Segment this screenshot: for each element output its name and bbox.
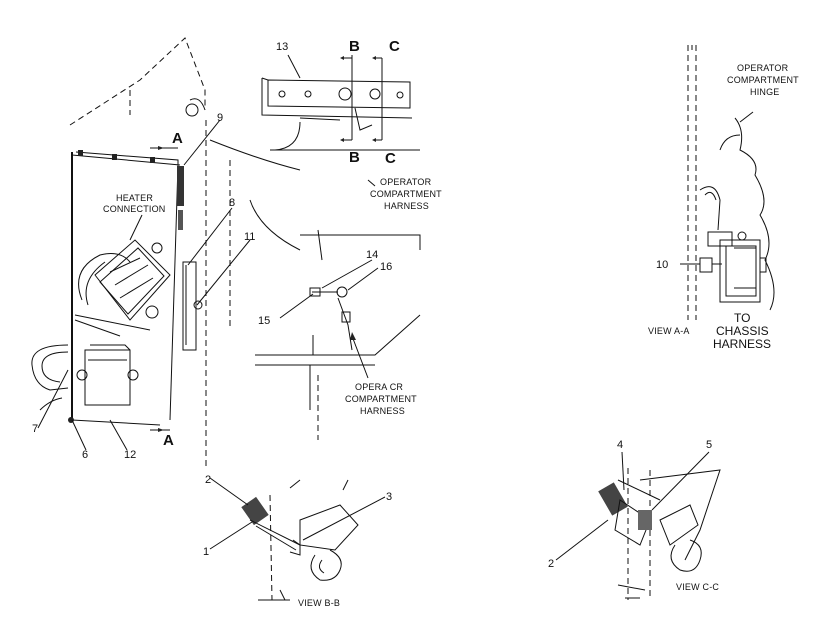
caption-to-chassis-2: CHASSIS xyxy=(716,324,769,338)
caption-op-harness-bottom-2: COMPARTMENT xyxy=(345,394,417,404)
callout-15: 15 xyxy=(258,315,270,327)
caption-to-chassis-3: HARNESS xyxy=(713,337,771,351)
caption-view-bb: VIEW B-B xyxy=(298,598,340,608)
callout-2-bb: 2 xyxy=(205,474,211,486)
caption-to-chassis-1: TO xyxy=(734,311,750,325)
caption-op-harness-top-2: COMPARTMENT xyxy=(370,189,442,199)
mounting-plate-13 xyxy=(261,54,420,151)
callout-6: 6 xyxy=(82,449,88,461)
main-assembly xyxy=(31,37,207,470)
caption-op-harness-bottom-3: HARNESS xyxy=(360,406,405,416)
section-b-top: B xyxy=(349,38,360,55)
section-c-top: C xyxy=(389,38,400,55)
caption-view-aa: VIEW A-A xyxy=(648,326,690,336)
section-b-bottom: B xyxy=(349,149,360,166)
callout-5: 5 xyxy=(706,439,712,451)
heater-connection-block xyxy=(74,239,171,337)
callout-7: 7 xyxy=(32,423,38,435)
callout-3: 3 xyxy=(386,491,392,503)
section-a-bottom: A xyxy=(163,432,174,449)
caption-op-harness-bottom-1: OPERA CR xyxy=(355,382,403,392)
view-cc xyxy=(555,451,721,600)
callout-1: 1 xyxy=(203,546,209,558)
caption-hinge-1: OPERATOR xyxy=(737,63,789,73)
caption-op-harness-top-1: OPERATOR xyxy=(380,177,432,187)
callout-10: 10 xyxy=(656,259,668,271)
caption-heater-2: CONNECTION xyxy=(103,204,166,214)
callout-8: 8 xyxy=(229,197,235,209)
section-a-top: A xyxy=(172,130,183,147)
section-c-bottom: C xyxy=(385,150,396,167)
callout-4: 4 xyxy=(617,439,623,451)
callout-9: 9 xyxy=(217,112,223,124)
caption-op-harness-top-3: HARNESS xyxy=(384,201,429,211)
caption-view-cc: VIEW C-C xyxy=(676,582,719,592)
caption-hinge-2: COMPARTMENT xyxy=(727,75,799,85)
callout-12: 12 xyxy=(124,449,136,461)
view-bb xyxy=(209,477,386,601)
caption-heater-1: HEATER xyxy=(116,193,153,203)
relay-box xyxy=(76,344,139,406)
callout-14: 14 xyxy=(366,249,378,261)
cab-structure-center xyxy=(209,139,421,440)
caption-hinge-3: HINGE xyxy=(750,87,780,97)
wire-connector xyxy=(279,179,379,379)
leader-lines-main xyxy=(37,119,251,451)
callout-16: 16 xyxy=(380,261,392,273)
view-aa xyxy=(680,45,775,320)
callout-2-cc: 2 xyxy=(548,558,554,570)
callout-13: 13 xyxy=(276,41,288,53)
callout-11: 11 xyxy=(244,231,255,243)
